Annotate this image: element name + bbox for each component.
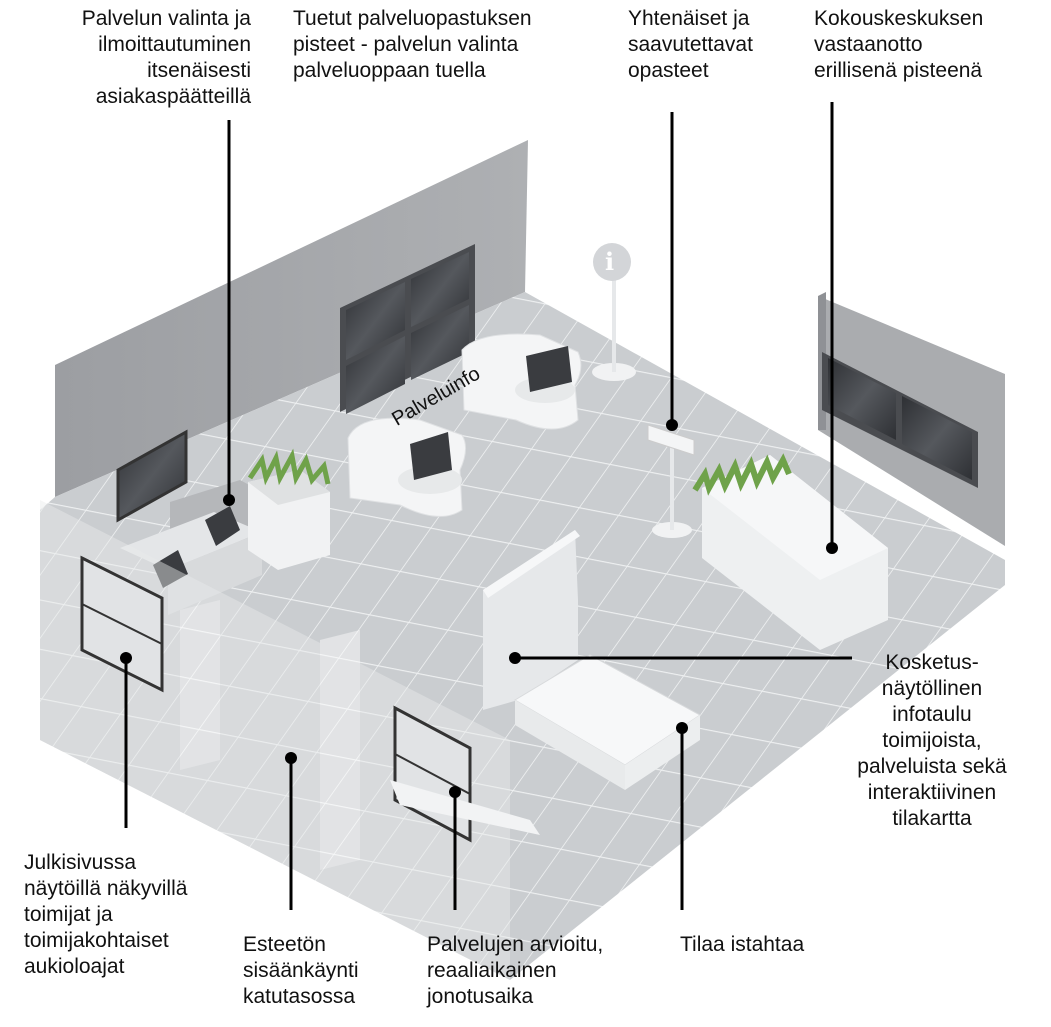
leader-dot-signage xyxy=(666,419,678,431)
leader-dot-queue-time xyxy=(449,786,461,798)
service-desk-back xyxy=(461,333,582,430)
service-desk-front xyxy=(347,417,466,517)
direction-sign xyxy=(647,424,695,538)
leader-dot-accessible-entrance xyxy=(285,752,297,764)
label-conference-reception: Kokouskeskuksen vastaanotto erillisenä p… xyxy=(814,7,984,82)
label-signage: Yhtenäiset ja saavutettavat opasteet xyxy=(628,7,753,82)
leader-dot-seating xyxy=(676,722,688,734)
label-seating: Tilaa istahtaa xyxy=(680,933,805,956)
leader-dot-facade-screens xyxy=(120,652,132,664)
leader-dot-self-service xyxy=(223,494,235,506)
reception-desk xyxy=(692,453,888,650)
kiosk-area xyxy=(120,480,262,615)
label-self-service: Palvelun valinta ja ilmoittautuminen its… xyxy=(81,7,251,108)
label-guided-points: Tuetut palveluopastuksen pisteet - palve… xyxy=(293,7,532,82)
facade-screen-left xyxy=(80,555,164,693)
label-accessible-entrance: Esteetön sisäänkäynti katutasossa xyxy=(243,933,359,1008)
video-wall-left xyxy=(116,429,188,523)
touch-info-board xyxy=(483,530,580,710)
leader-dot-touch-board xyxy=(509,652,521,664)
video-wall-back xyxy=(340,244,475,414)
label-facade-screens: Julkisivussa näytöillä näkyvillä toimija… xyxy=(24,851,188,978)
label-queue-time: Palvelujen arvioitu, reaaliaikainen jono… xyxy=(427,933,604,1008)
info-sign-glyph: i xyxy=(605,247,615,276)
back-left-wall xyxy=(55,140,528,497)
leader-dot-conference-reception xyxy=(826,542,838,554)
label-touch-board: Kosketus- näytöllinen infotaulu toimijoi… xyxy=(857,651,1007,830)
video-wall-right xyxy=(822,352,978,488)
info-stand xyxy=(592,243,636,381)
planter-left xyxy=(247,448,331,570)
